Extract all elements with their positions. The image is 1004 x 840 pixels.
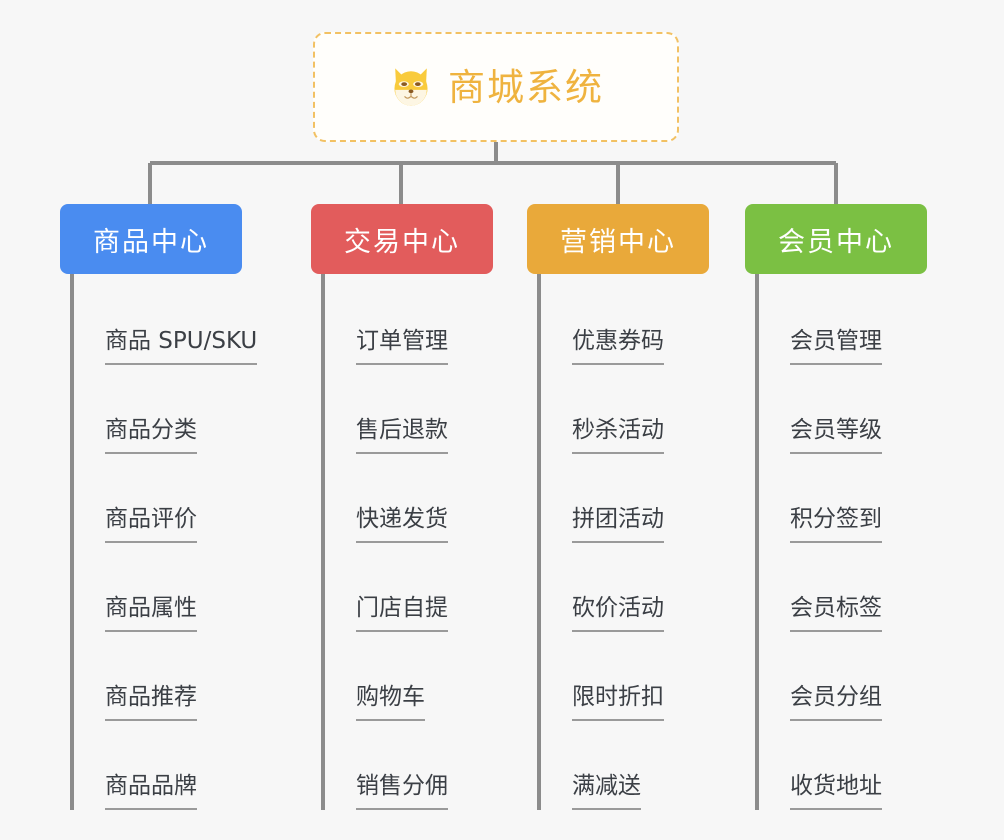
leaf-item[interactable]: 商品推荐	[72, 632, 257, 721]
category-node-2[interactable]: 交易中心	[311, 204, 493, 274]
leaf-item-label: 拼团活动	[572, 508, 664, 543]
leaf-item-label: 售后退款	[356, 419, 448, 454]
leaf-item[interactable]: 会员管理	[757, 276, 882, 365]
leaf-item-label: 商品属性	[105, 597, 197, 632]
category-node-label: 交易中心	[344, 226, 460, 258]
leaf-item-label: 购物车	[356, 686, 425, 721]
leaf-item[interactable]: 优惠券码	[539, 276, 664, 365]
category-node-label: 营销中心	[560, 226, 676, 258]
category-node-1[interactable]: 商品中心	[60, 204, 242, 274]
leaf-item-label: 会员管理	[790, 330, 882, 365]
leaf-item-label: 积分签到	[790, 508, 882, 543]
root-node-label: 商城系统	[448, 65, 604, 109]
leaf-item-label: 销售分佣	[356, 775, 448, 810]
leaf-item[interactable]: 购物车	[323, 632, 448, 721]
leaf-item[interactable]: 积分签到	[757, 454, 882, 543]
leaf-item-label: 限时折扣	[572, 686, 664, 721]
leaf-column-2: 订单管理售后退款快递发货门店自提购物车销售分佣	[323, 276, 448, 810]
leaf-item[interactable]: 砍价活动	[539, 543, 664, 632]
leaf-item[interactable]: 会员标签	[757, 543, 882, 632]
leaf-item[interactable]: 收货地址	[757, 721, 882, 810]
leaf-item[interactable]: 拼团活动	[539, 454, 664, 543]
leaf-item-label: 商品评价	[105, 508, 197, 543]
leaf-item-label: 商品 SPU/SKU	[105, 330, 258, 365]
leaf-item[interactable]: 门店自提	[323, 543, 448, 632]
leaf-item-label: 砍价活动	[572, 597, 664, 632]
leaf-item[interactable]: 商品评价	[72, 454, 257, 543]
leaf-item-label: 商品推荐	[105, 686, 197, 721]
leaf-column-3: 优惠券码秒杀活动拼团活动砍价活动限时折扣满减送	[539, 276, 664, 810]
leaf-column-1: 商品 SPU/SKU 商品分类商品评价商品属性商品推荐商品品牌	[72, 276, 258, 810]
leaf-item-label: 秒杀活动	[572, 419, 664, 454]
leaf-item[interactable]: 销售分佣	[323, 721, 448, 810]
leaf-item-label: 会员分组	[790, 686, 882, 721]
category-node-4[interactable]: 会员中心	[745, 204, 927, 274]
leaf-item-label: 门店自提	[356, 597, 448, 632]
leaf-item-label: 订单管理	[356, 330, 448, 365]
leaf-item[interactable]: 快递发货	[323, 454, 448, 543]
category-node-3[interactable]: 营销中心	[527, 204, 709, 274]
leaf-item[interactable]: 商品 SPU/SKU	[72, 276, 258, 365]
root-node-mall-system[interactable]: 商城系统	[313, 32, 679, 142]
leaf-column-4: 会员管理会员等级积分签到会员标签会员分组收货地址	[757, 276, 882, 810]
leaf-item-label: 优惠券码	[572, 330, 664, 365]
leaf-item[interactable]: 售后退款	[323, 365, 448, 454]
category-node-label: 商品中心	[93, 226, 209, 258]
leaf-item-label: 商品品牌	[105, 775, 197, 810]
leaf-item-label: 收货地址	[790, 775, 882, 810]
leaf-item[interactable]: 会员等级	[757, 365, 882, 454]
leaf-item[interactable]: 商品品牌	[72, 721, 257, 810]
shiba-inu-dog-face-icon	[388, 64, 434, 110]
leaf-item[interactable]: 订单管理	[323, 276, 448, 365]
leaf-item[interactable]: 商品属性	[72, 543, 257, 632]
leaf-item-label: 满减送	[572, 775, 641, 810]
leaf-item[interactable]: 商品分类	[72, 365, 257, 454]
leaf-item[interactable]: 满减送	[539, 721, 664, 810]
leaf-item[interactable]: 会员分组	[757, 632, 882, 721]
leaf-item-label: 快递发货	[356, 508, 448, 543]
leaf-item[interactable]: 限时折扣	[539, 632, 664, 721]
leaf-item-label: 会员等级	[790, 419, 882, 454]
category-node-label: 会员中心	[778, 226, 894, 258]
leaf-item-label: 商品分类	[105, 419, 197, 454]
leaf-item[interactable]: 秒杀活动	[539, 365, 664, 454]
leaf-item-label: 会员标签	[790, 597, 882, 632]
